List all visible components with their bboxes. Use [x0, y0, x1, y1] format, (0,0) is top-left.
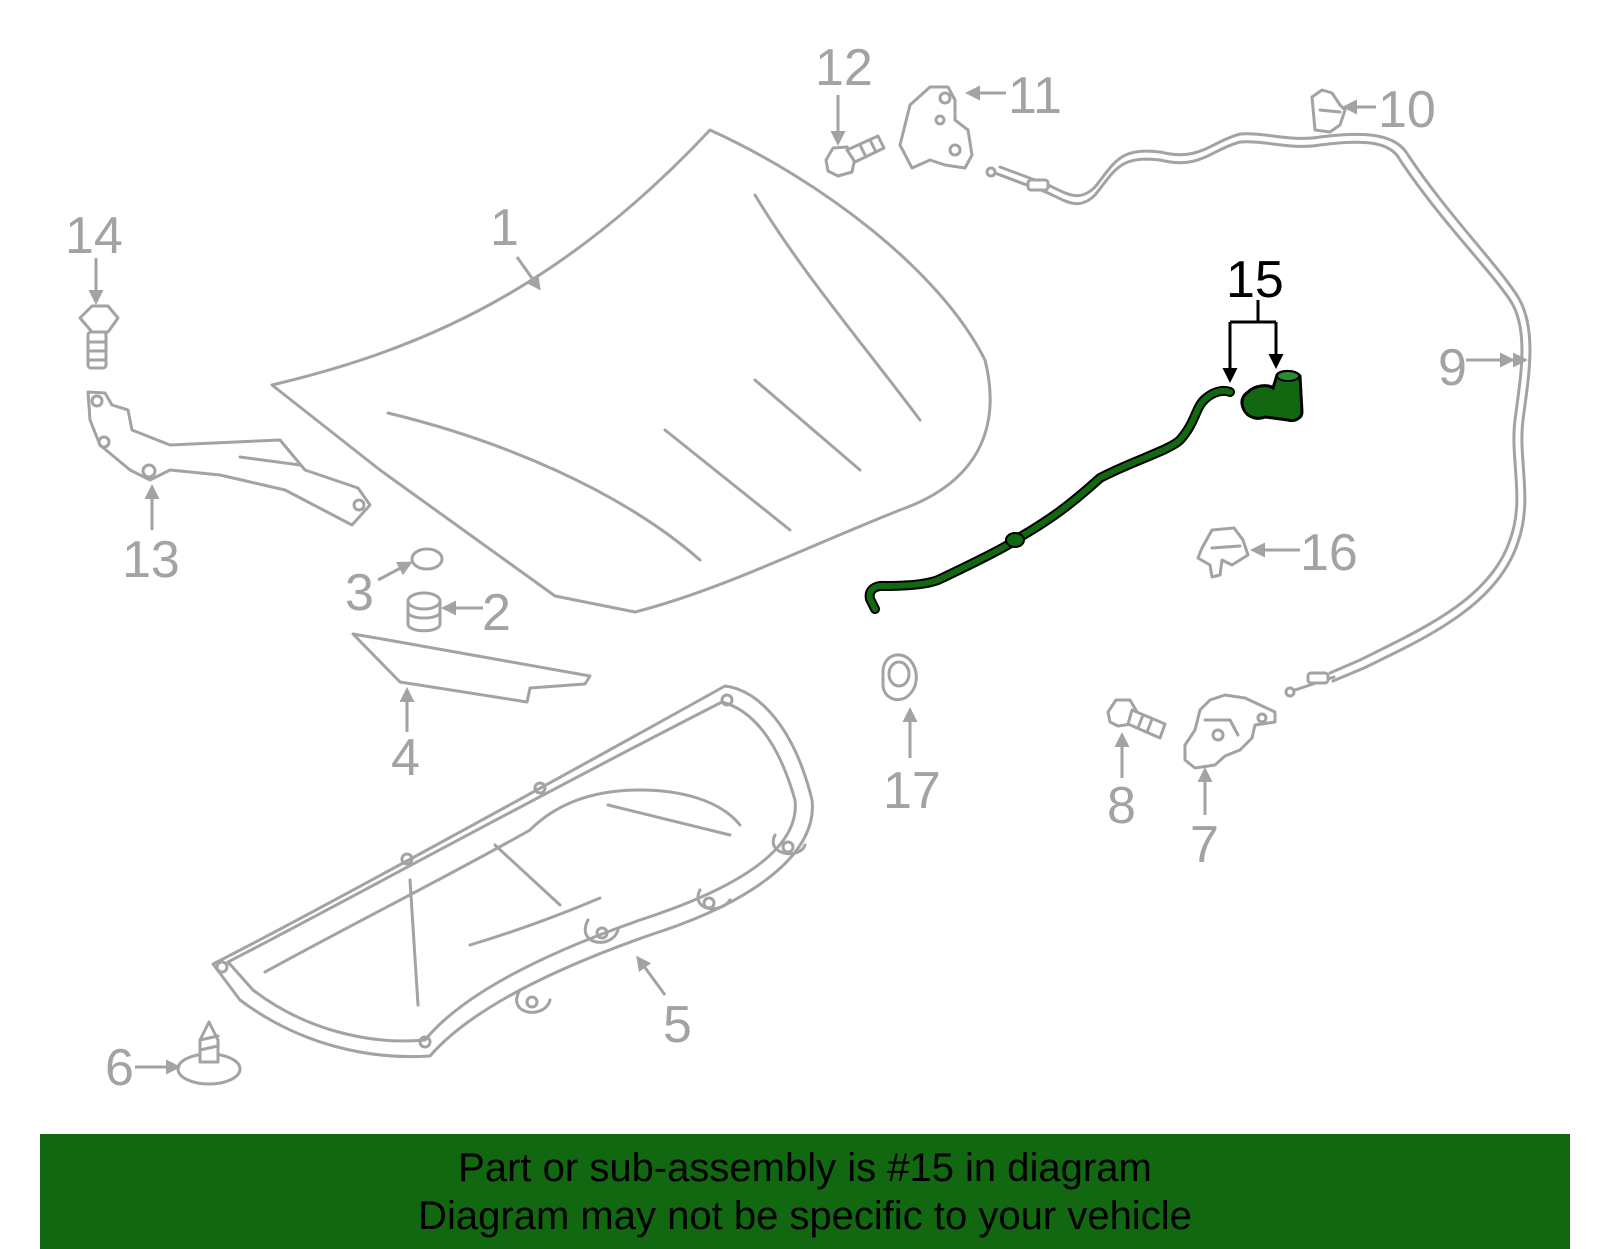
info-banner: Part or sub-assembly is #15 in diagram D… — [40, 1134, 1570, 1249]
callout-8: 8 — [1107, 777, 1136, 835]
callout-11: 11 — [1008, 67, 1062, 125]
callout-16: 16 — [1300, 524, 1358, 582]
callout-15: 15 — [1226, 251, 1284, 309]
callout-14: 14 — [65, 207, 123, 265]
callout-4: 4 — [391, 729, 420, 787]
leader-lines — [88, 85, 1528, 1075]
bumper-cushion — [406, 591, 442, 633]
hood-prop-rod — [864, 385, 1235, 614]
callout-17: 17 — [883, 762, 941, 820]
hood-insulator — [211, 684, 814, 1059]
callout-12: 12 — [815, 39, 873, 97]
hood-lock-assembly — [1183, 693, 1277, 770]
prop-rod-holder — [1240, 369, 1304, 422]
callout-15-bracket — [1222, 300, 1284, 383]
banner-part-note: Part or sub-assembly is #15 in diagram — [458, 1145, 1152, 1190]
hood-seal-strip — [351, 632, 592, 704]
callout-1: 1 — [490, 199, 519, 257]
grommet — [881, 653, 918, 701]
callout-3: 3 — [345, 564, 374, 622]
callout-2: 2 — [482, 584, 511, 642]
callout-7: 7 — [1190, 816, 1219, 874]
callout-5: 5 — [663, 996, 692, 1054]
push-clip — [176, 1020, 242, 1086]
callout-9: 9 — [1438, 339, 1467, 397]
hood-panel — [270, 128, 992, 614]
callout-10: 10 — [1378, 81, 1436, 139]
callout-6: 6 — [105, 1039, 134, 1097]
latch-bolt — [824, 134, 886, 178]
latch-bracket — [898, 85, 974, 170]
hood-release-cable — [985, 132, 1532, 698]
seal-ring — [410, 547, 444, 571]
lock-bolt — [1106, 698, 1167, 740]
hood-hinge-bracket — [86, 390, 372, 527]
latch-bumper — [1196, 526, 1250, 579]
hinge-bolt — [78, 304, 120, 370]
callout-13: 13 — [122, 531, 180, 589]
cable-clip — [1310, 88, 1347, 134]
banner-disclaimer: Diagram may not be specific to your vehi… — [418, 1193, 1192, 1238]
